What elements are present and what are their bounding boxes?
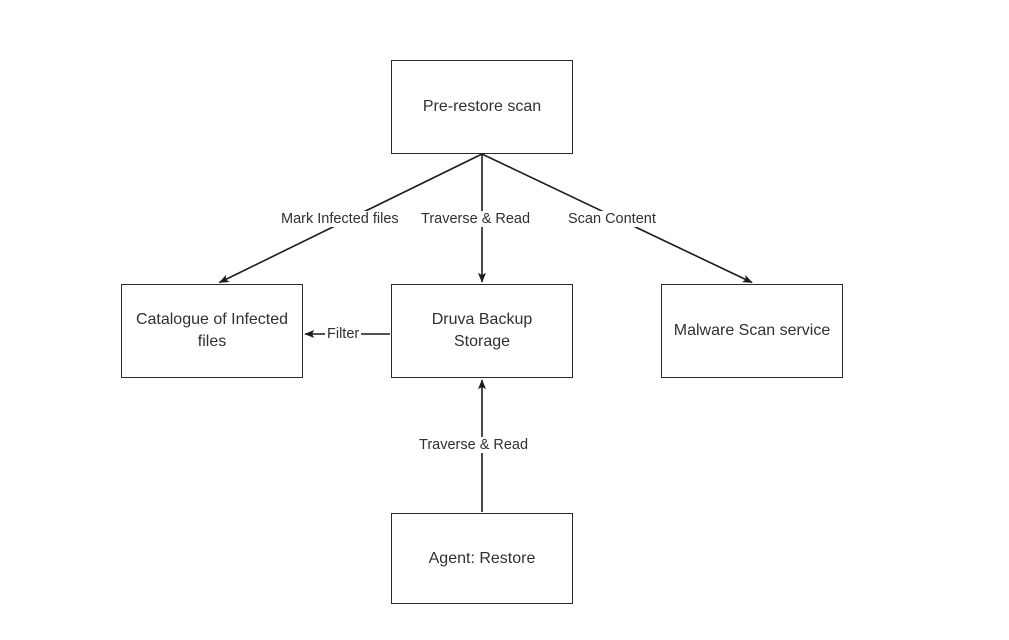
node-label: Pre-restore scan xyxy=(422,98,542,115)
node-agent-restore[interactable]: Agent: Restore xyxy=(391,513,573,604)
node-label: Catalogue of Infected files xyxy=(135,311,289,350)
node-malware-scan-service[interactable]: Malware Scan service xyxy=(661,284,843,378)
node-label: Malware Scan service xyxy=(673,322,831,339)
node-label: Druva Backup Storage xyxy=(431,311,533,350)
edge-label-traverse-read-bottom: Traverse & Read xyxy=(417,437,531,453)
node-pre-restore-scan[interactable]: Pre-restore scan xyxy=(391,60,573,154)
node-catalogue-of-infected-files[interactable]: Catalogue of Infected files xyxy=(121,284,303,378)
node-label: Agent: Restore xyxy=(428,549,536,567)
node-druva-backup-storage[interactable]: Druva Backup Storage xyxy=(391,284,573,378)
edge-label-mark-infected-files: Mark Infected files xyxy=(279,211,401,227)
edge-label-filter: Filter xyxy=(325,326,362,342)
edge-label-traverse-read-top: Traverse & Read xyxy=(419,211,533,227)
edge-label-scan-content: Scan Content xyxy=(566,211,658,227)
